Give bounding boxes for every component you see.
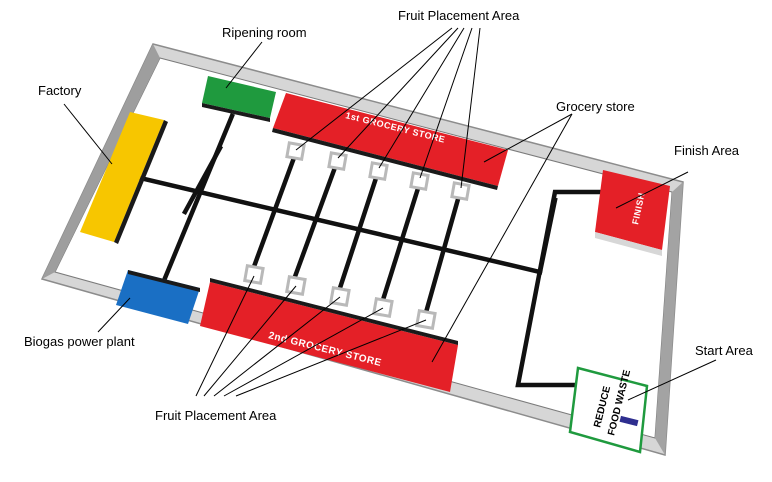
callout-fruit-placement-bottom: Fruit Placement Area <box>155 408 277 423</box>
leader-grocery-2 <box>431 113 573 363</box>
fruit-square-bottom-4 <box>371 296 394 319</box>
grocery-store-2-edge <box>210 278 458 345</box>
track-lane-4 <box>379 179 423 306</box>
factory-zone <box>80 112 164 242</box>
arena-wall-left-shade <box>42 44 160 279</box>
fruit-square-top-2 <box>327 151 348 172</box>
leader-ripening <box>225 41 263 89</box>
track-to-finish-link <box>537 197 558 275</box>
callout-finish-area: Finish Area <box>674 143 740 158</box>
biogas-zone-edge <box>128 270 200 292</box>
track-ripening-vertical <box>162 113 235 281</box>
fruit-square-bottom-5 <box>414 308 437 331</box>
track-lane-2 <box>290 159 340 285</box>
leader-fruit-top-5 <box>460 27 481 189</box>
grocery-store-2-zone <box>200 282 458 392</box>
grocery-store-1-zone <box>273 93 508 186</box>
leader-biogas <box>97 297 131 333</box>
callout-leaders <box>63 27 717 401</box>
leader-fruit-bottom-4 <box>223 307 384 397</box>
track-lane-3 <box>335 169 381 297</box>
track-finish-start <box>515 189 603 388</box>
ripening-room-zone <box>202 76 276 118</box>
leader-fruit-bottom-1 <box>195 275 255 397</box>
finish-zone-bottom <box>595 232 662 256</box>
line-track <box>137 113 603 388</box>
track-main <box>137 175 543 275</box>
ripening-room-edge <box>202 103 270 122</box>
fruit-square-top-4 <box>409 171 430 192</box>
callout-factory: Factory <box>38 83 82 98</box>
leader-fruit-top-4 <box>419 27 473 179</box>
factory-zone-edge <box>114 120 168 244</box>
callout-ripening-room: Ripening room <box>222 25 307 40</box>
leader-fruit-bottom-3 <box>213 296 341 397</box>
leader-start <box>627 359 717 401</box>
fruit-square-top-5 <box>450 181 471 202</box>
track-lane-1 <box>249 152 298 275</box>
leader-finish <box>615 171 689 209</box>
callout-grocery-store: Grocery store <box>556 99 635 114</box>
start-logo <box>619 415 639 427</box>
leader-grocery-1 <box>483 113 573 163</box>
leader-fruit-bottom-2 <box>203 285 297 397</box>
callout-start-area: Start Area <box>695 343 754 358</box>
callout-biogas-power-plant: Biogas power plant <box>24 334 135 349</box>
fruit-square-bottom-2 <box>284 274 307 297</box>
leader-fruit-bottom-5 <box>235 319 427 397</box>
arena-wall-right-shade <box>655 182 683 455</box>
track-branch-1 <box>181 144 224 216</box>
leader-fruit-top-3 <box>378 27 465 169</box>
leader-fruit-top-2 <box>337 27 459 159</box>
start-zone <box>568 366 649 454</box>
fruit-square-bottom-1 <box>242 263 265 286</box>
leader-factory <box>63 103 113 165</box>
leader-fruit-top-1 <box>295 27 453 151</box>
fruit-square-top-3 <box>368 161 389 182</box>
callout-fruit-placement-top: Fruit Placement Area <box>398 8 520 23</box>
track-lane-5 <box>422 189 463 319</box>
